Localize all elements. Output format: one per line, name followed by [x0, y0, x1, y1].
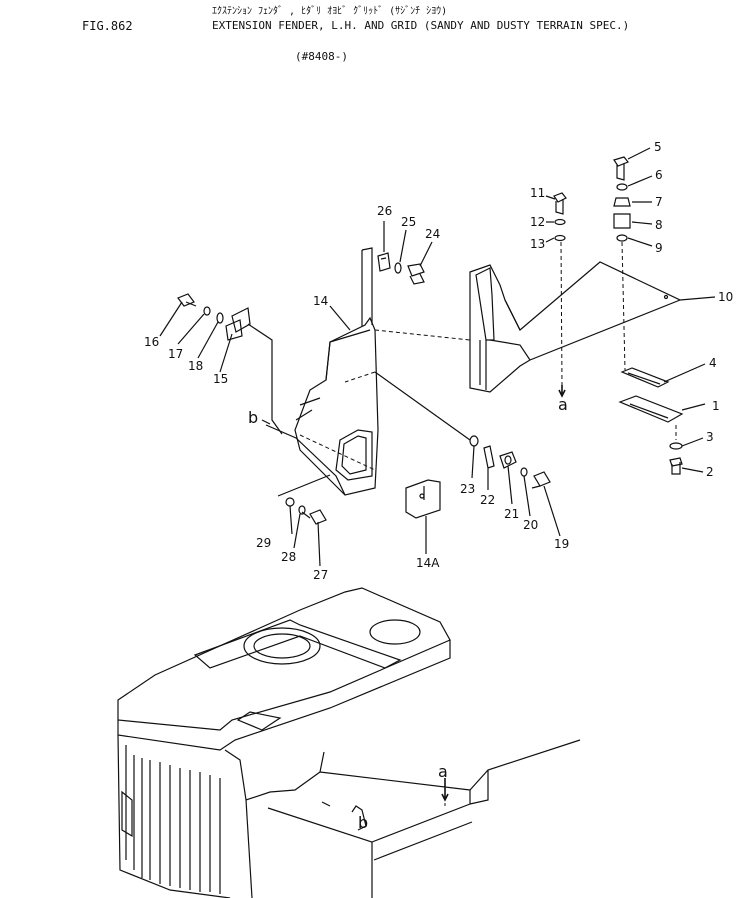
- callout-29: 29: [256, 536, 271, 550]
- callout-14a: 14A: [416, 556, 440, 570]
- washer-20: [520, 467, 528, 477]
- bolt-27: [301, 509, 327, 525]
- callout-3: 3: [706, 430, 714, 444]
- washer-23: [469, 435, 479, 447]
- callout-6: 6: [655, 168, 663, 182]
- leader-lines: [159, 147, 716, 567]
- callout-16: 16: [144, 335, 159, 349]
- clip-26: [377, 252, 391, 272]
- callout-13: 13: [530, 237, 545, 251]
- callout-28: 28: [281, 550, 296, 564]
- washer-29: [285, 497, 295, 507]
- ref-b-upper: b: [248, 408, 258, 427]
- nut-21: [499, 451, 517, 469]
- washer-3: [669, 442, 683, 450]
- washer-13: [554, 234, 566, 242]
- ref-b-lower: b: [358, 813, 368, 832]
- extension-fender-bracket: [469, 261, 682, 393]
- block-8: [613, 213, 631, 229]
- callout-20: 20: [523, 518, 538, 532]
- bolt-16: [177, 293, 197, 307]
- serial-range: (#8408-): [295, 50, 348, 63]
- plate-4: [620, 367, 670, 388]
- spacer-22: [483, 445, 495, 469]
- callout-11: 11: [530, 186, 545, 200]
- callout-27: 27: [313, 568, 328, 582]
- callout-26: 26: [377, 204, 392, 218]
- callout-17: 17: [168, 347, 183, 361]
- ref-a-upper: a: [558, 395, 568, 414]
- bracket-15: [225, 307, 283, 435]
- callout-15: 15: [213, 372, 228, 386]
- callout-21: 21: [504, 507, 519, 521]
- bolt-11: [553, 192, 567, 215]
- figure-number: FIG.862: [82, 19, 133, 33]
- ref-a-lower: a: [438, 762, 448, 781]
- washer-25: [394, 262, 402, 274]
- callout-4: 4: [709, 356, 717, 370]
- callout-7: 7: [655, 195, 663, 209]
- callout-10: 10: [718, 290, 733, 304]
- bolt-19: [531, 471, 551, 489]
- fender-panel-14: [294, 247, 379, 496]
- spacer-7: [613, 197, 631, 207]
- callout-23: 23: [460, 482, 475, 496]
- washer-9: [616, 234, 628, 242]
- washer-6: [616, 183, 628, 191]
- callout-14: 14: [313, 294, 328, 308]
- callout-labels: 1 2 3 4 5 6 7 8 9 10 11 12 13 14 14A 15 …: [144, 140, 733, 582]
- callout-2: 2: [706, 465, 714, 479]
- bolt-2: [669, 457, 683, 475]
- callout-19: 19: [554, 537, 569, 551]
- plate-14a: [405, 479, 441, 519]
- callout-5: 5: [654, 140, 662, 154]
- callout-9: 9: [655, 241, 663, 255]
- bolt-5: [613, 156, 629, 181]
- callout-22: 22: [480, 493, 495, 507]
- callout-12: 12: [530, 215, 545, 229]
- callout-8: 8: [655, 218, 663, 232]
- japanese-title: ｴｸｽﾃﾝｼｮﾝ ﾌｪﾝﾀﾞ , ﾋﾀﾞﾘ ｵﾖﾋﾞ ｸﾞﾘｯﾄﾞ (ｻｼﾞﾝﾁ…: [212, 6, 448, 17]
- washer-17: [203, 306, 211, 316]
- plate-1: [618, 395, 684, 423]
- machine-body: [117, 587, 581, 898]
- callout-24: 24: [425, 227, 440, 241]
- washer-18: [216, 312, 224, 324]
- english-title: EXTENSION FENDER, L.H. AND GRID (SANDY A…: [212, 19, 630, 32]
- callout-1: 1: [712, 399, 720, 413]
- bolt-24: [407, 263, 425, 285]
- washer-28: [298, 505, 306, 515]
- callout-18: 18: [188, 359, 203, 373]
- callout-25: 25: [401, 215, 416, 229]
- washer-12: [554, 218, 566, 226]
